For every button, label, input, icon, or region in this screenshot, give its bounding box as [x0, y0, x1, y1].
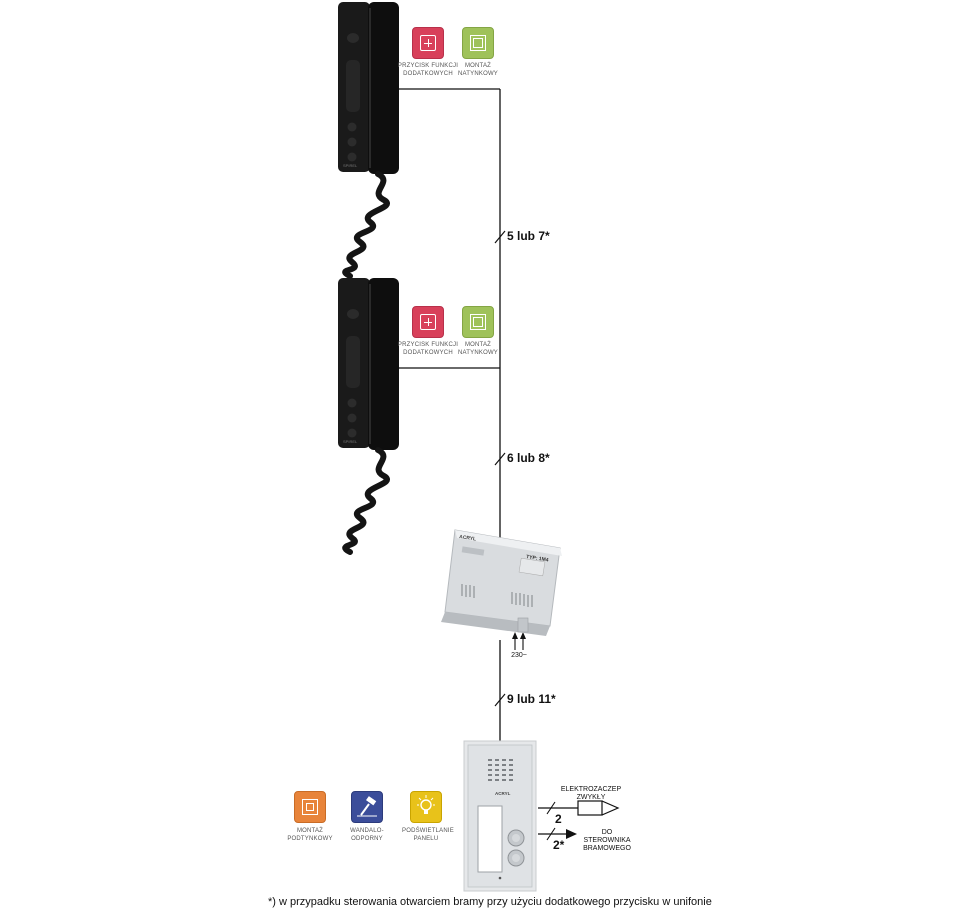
wire-tick-top	[494, 230, 506, 244]
badge-caption-surface-2: MONTAŻ NATYNKOWY	[457, 342, 499, 356]
badge-caption-function-2: PRZYCISK FUNKCJI DODATKOWYCH	[397, 342, 459, 356]
surface-mount-badge-icon	[462, 27, 494, 59]
badge-caption-function-1: PRZYCISK FUNKCJI DODATKOWYCH	[397, 63, 459, 77]
wire-tick-middle	[494, 452, 506, 466]
power-supply-brand: ACRYL	[459, 534, 477, 543]
plus-function-badge-icon	[412, 306, 444, 338]
wire-label-lock: 2	[555, 812, 562, 826]
surface-mount-badge-icon	[462, 306, 494, 338]
wire-label-middle: 6 lub 8*	[507, 451, 550, 465]
handset-2	[338, 278, 399, 555]
electric-lock-label: ELEKTROZACZEP ZWYKŁY	[560, 786, 622, 801]
wire-label-gate: 2*	[553, 838, 565, 852]
badge-caption-flush: MONTAŻ PODTYNKOWY	[287, 828, 333, 842]
mains-input-arrows-icon	[512, 632, 526, 650]
mains-input-label: 230~	[511, 652, 527, 659]
wire-tick-bottom	[494, 693, 506, 707]
power-supply-model: TYP: 1M4	[526, 554, 549, 563]
handset-1-brand: SPIREL	[343, 163, 358, 168]
handset-2-brand: SPIREL	[343, 439, 358, 444]
handset-1	[338, 2, 399, 279]
wire-gate-tick	[546, 827, 556, 841]
wire-lock-tick	[546, 801, 556, 815]
gate-arrow-icon	[566, 829, 577, 839]
backlight-bulb-badge-icon	[410, 791, 442, 823]
plus-function-badge-icon	[412, 27, 444, 59]
wire-label-bottom: 9 lub 11*	[507, 692, 556, 706]
power-supply-unit	[441, 529, 562, 636]
door-panel-brand: ACRYL	[495, 791, 511, 796]
badge-caption-light: PODŚWIETLANIE PANELU	[402, 828, 454, 842]
badge-caption-vandal: WANDALO-ODPORNY	[350, 828, 384, 842]
electric-lock-symbol	[577, 800, 620, 816]
badge-caption-surface-1: MONTAŻ NATYNKOWY	[457, 63, 499, 77]
gate-controller-label: DO STEROWNIKA BRAMOWEGO	[583, 829, 631, 852]
vandal-proof-hammer-badge-icon	[351, 791, 383, 823]
wire-label-top: 5 lub 7*	[507, 229, 550, 243]
footnote: *) w przypadku sterowania otwarciem bram…	[268, 896, 712, 908]
door-panel	[463, 740, 537, 892]
flush-mount-badge-icon	[294, 791, 326, 823]
